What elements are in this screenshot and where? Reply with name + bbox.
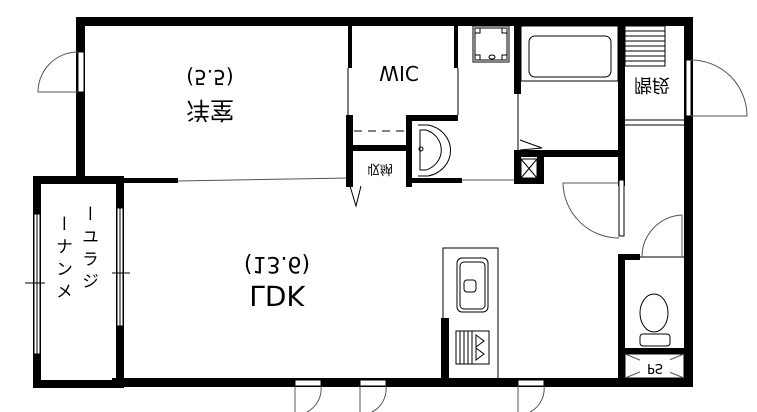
outer-walls [33, 17, 693, 388]
door-swing-entrance [690, 59, 748, 117]
kitchen-counter [442, 247, 499, 381]
stairs-label: 階段 [634, 74, 670, 95]
washbasin-icon [418, 124, 452, 177]
western-room-label: 洋室 [186, 96, 234, 124]
balcony-label-col1: ー ナ ン メ [52, 215, 72, 299]
toilet-icon [639, 293, 671, 347]
door-opening-west [77, 51, 85, 93]
washing-machine-pan-icon [472, 25, 510, 63]
western-room-area: (5.5) [186, 65, 233, 89]
balcony-label-col2: ー ユ ラ ジ [78, 205, 98, 289]
storage-label: 収納 [367, 161, 393, 176]
stairs-icon [624, 25, 666, 67]
kitchen-sink-icon [456, 257, 489, 313]
ldk-label: LDK [249, 279, 305, 312]
pipe-shaft-cross-icon [520, 158, 538, 179]
ps-label: PS [647, 360, 663, 375]
door-swing-west [37, 51, 79, 93]
wic-label: WIC [379, 61, 419, 85]
stove-icon [455, 330, 490, 365]
ps-box [624, 353, 685, 379]
interior-walls [116, 26, 688, 382]
doors [294, 59, 748, 412]
bathtub-icon [520, 25, 619, 82]
ldk-area: (13.6) [244, 251, 310, 276]
